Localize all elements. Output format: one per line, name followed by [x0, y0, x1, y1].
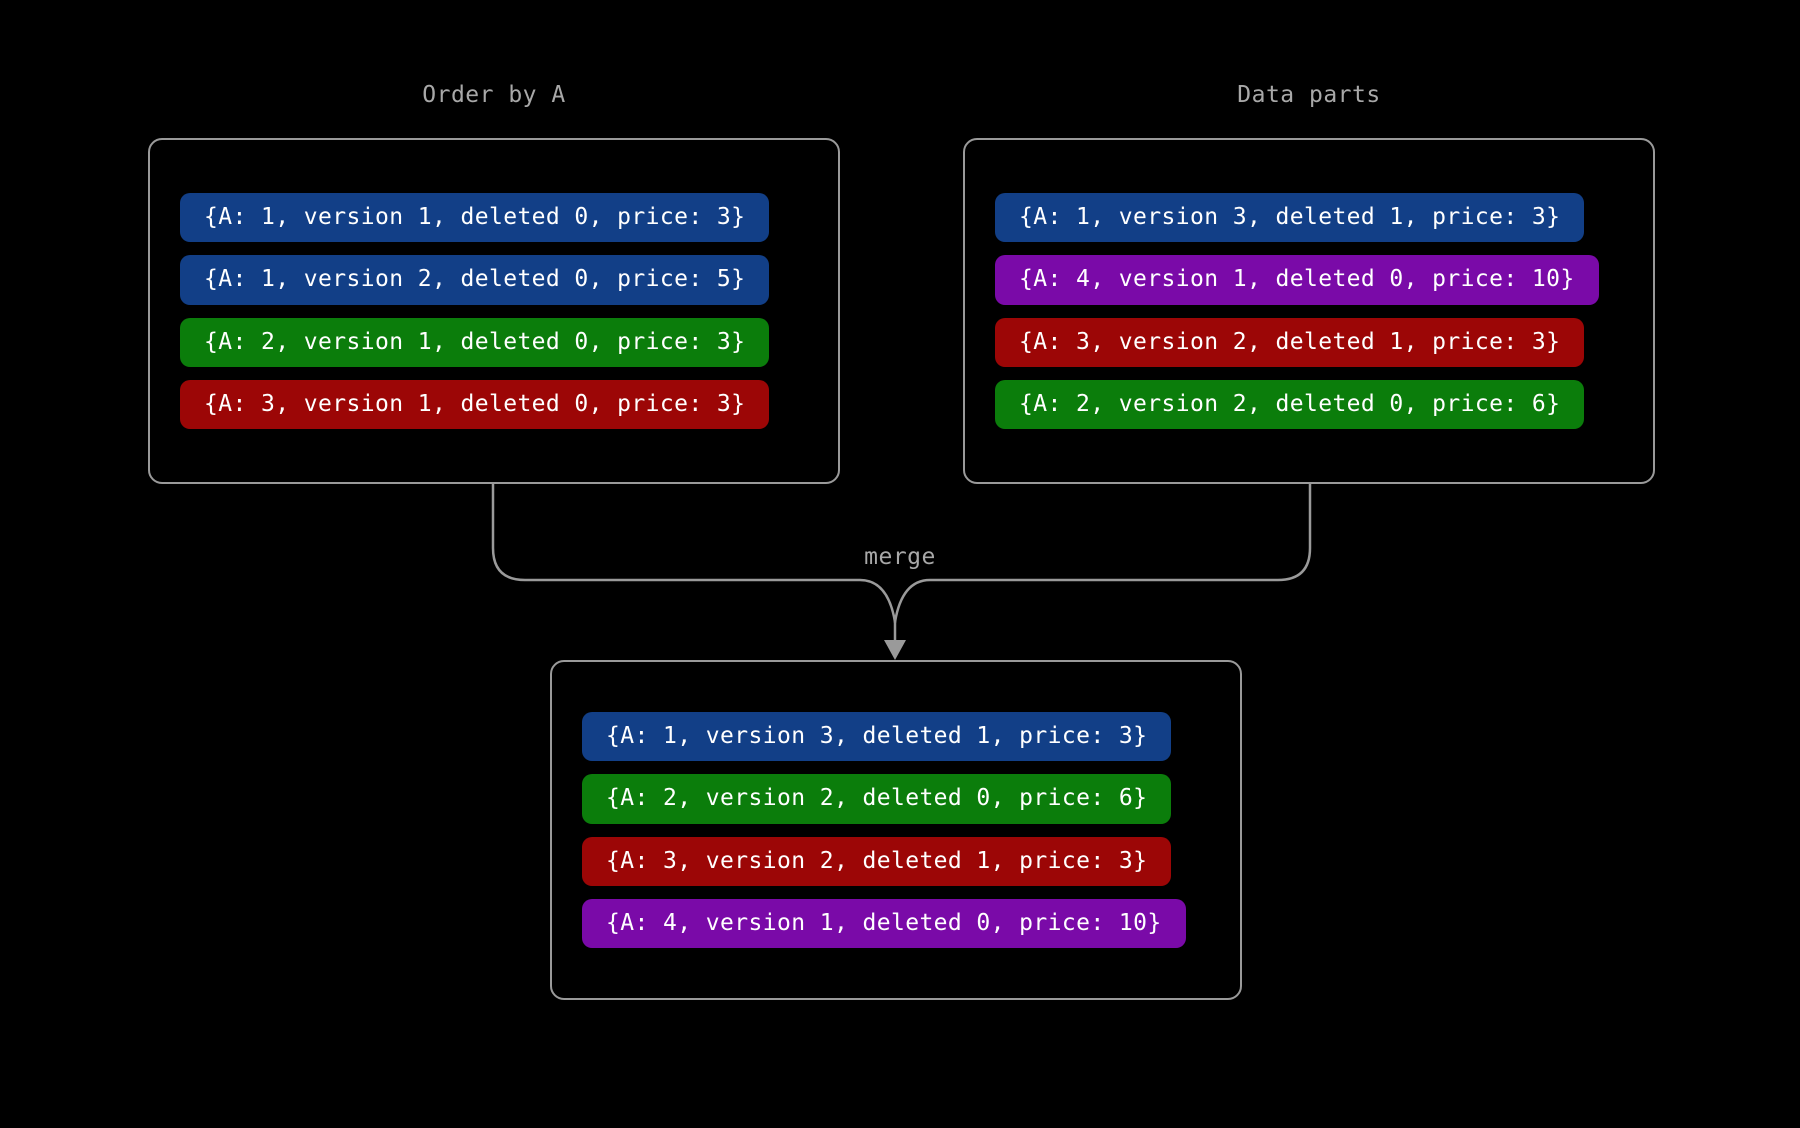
arrowhead-icon	[884, 640, 906, 660]
connector-path-left	[491, 482, 897, 624]
data-row[interactable]: {A: 3, version 1, deleted 0, price: 3}	[180, 379, 770, 429]
panel-title-order-by-a: Order by A	[422, 82, 566, 108]
data-row[interactable]: {A: 4, version 1, deleted 0, price: 10}	[995, 255, 1599, 305]
data-row[interactable]: {A: 2, version 2, deleted 0, price: 6}	[995, 379, 1585, 429]
panel-data-parts: {A: 1, version 3, deleted 1, price: 3} {…	[963, 138, 1655, 484]
panel-merged-result: {A: 1, version 3, deleted 1, price: 3} {…	[550, 660, 1242, 1000]
panel-order-by-a: {A: 1, version 1, deleted 0, price: 3} {…	[148, 138, 840, 484]
data-row[interactable]: {A: 3, version 2, deleted 1, price: 3}	[995, 317, 1585, 367]
row-list-merged: {A: 1, version 3, deleted 1, price: 3} {…	[552, 712, 1240, 948]
row-list-order-by-a: {A: 1, version 1, deleted 0, price: 3} {…	[150, 193, 838, 429]
merge-label: merge	[864, 544, 936, 570]
panel-title-data-parts: Data parts	[1237, 82, 1381, 108]
row-list-data-parts: {A: 1, version 3, deleted 1, price: 3} {…	[965, 193, 1653, 429]
data-row[interactable]: {A: 1, version 3, deleted 1, price: 3}	[582, 712, 1172, 762]
data-row[interactable]: {A: 4, version 1, deleted 0, price: 10}	[582, 898, 1186, 948]
connector-path-right	[893, 482, 1312, 624]
data-row[interactable]: {A: 3, version 2, deleted 1, price: 3}	[582, 836, 1172, 886]
data-row[interactable]: {A: 1, version 3, deleted 1, price: 3}	[995, 193, 1585, 243]
data-row[interactable]: {A: 1, version 1, deleted 0, price: 3}	[180, 193, 770, 243]
data-row[interactable]: {A: 1, version 2, deleted 0, price: 5}	[180, 255, 770, 305]
data-row[interactable]: {A: 2, version 1, deleted 0, price: 3}	[180, 317, 770, 367]
data-row[interactable]: {A: 2, version 2, deleted 0, price: 6}	[582, 774, 1172, 824]
